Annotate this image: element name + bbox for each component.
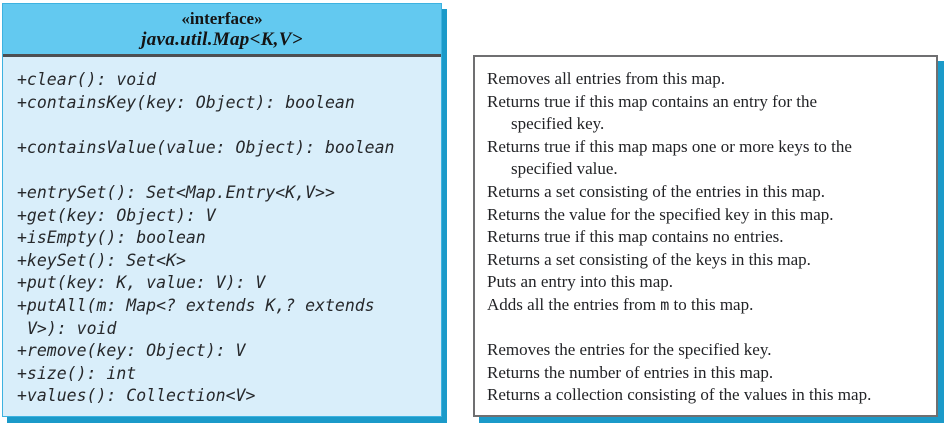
desc-putall-pre: Adds all the entries from (487, 294, 661, 314)
desc-containsvalue: Returns true if this map maps one or mor… (487, 136, 852, 156)
blank-line (17, 114, 437, 137)
method-isempty: +isEmpty(): boolean (17, 228, 206, 248)
method-remove: +remove(key: Object): V (17, 341, 246, 361)
blank-line (487, 317, 932, 340)
desc-putall: Adds all the entries from m to this map. (487, 294, 932, 317)
method-putall-continuation: V>): void (27, 318, 117, 338)
blank-line (17, 159, 437, 182)
stereotype-label: «interface» (181, 8, 263, 28)
description-box-main: Removes all entries from this map. Retur… (473, 55, 938, 417)
desc-size: Returns the number of entries in this ma… (487, 362, 774, 382)
method-keyset: +keySet(): Set<K> (17, 250, 186, 270)
method-clear: +clear(): void (17, 70, 157, 89)
method-put: +put(key: K, value: V): V (17, 273, 266, 293)
uml-header: «interface» java.util.Map<K,V> (3, 4, 441, 57)
desc-containskey-continuation: specified key. (511, 114, 605, 134)
desc-putall-code-m: m (660, 295, 670, 314)
desc-containsvalue-continuation: specified value. (511, 159, 618, 179)
uml-methods-compartment: +clear(): void +containsKey(key: Object)… (3, 57, 441, 416)
method-putall: +putAll(m: Map<? extends K,? extends (17, 295, 375, 315)
desc-put: Puts an entry into this map. (487, 272, 674, 292)
description-box: Removes all entries from this map. Retur… (473, 55, 944, 423)
uml-interface-box: «interface» java.util.Map<K,V> +clear():… (2, 3, 447, 423)
method-entryset: +entrySet(): Set<Map.Entry<K,V>> (17, 182, 335, 202)
desc-remove: Removes the entries for the specified ke… (487, 340, 772, 360)
method-size: +size(): int (17, 363, 137, 383)
desc-values: Returns a collection consisting of the v… (487, 385, 872, 405)
desc-putall-post: to this map. (669, 294, 754, 314)
desc-get: Returns the value for the specified key … (487, 204, 834, 224)
desc-containskey: Returns true if this map contains an ent… (487, 91, 817, 111)
desc-clear: Removes all entries from this map. (487, 69, 725, 88)
desc-entryset: Returns a set consisting of the entries … (487, 181, 826, 201)
desc-keyset: Returns a set consisting of the keys in … (487, 249, 811, 269)
method-values: +values(): Collection<V> (17, 386, 256, 406)
method-get: +get(key: Object): V (17, 205, 216, 225)
desc-isempty: Returns true if this map contains no ent… (487, 227, 784, 247)
method-containskey: +containsKey(key: Object): boolean (17, 92, 355, 112)
interface-name: java.util.Map<K,V> (141, 28, 303, 50)
method-containsvalue: +containsValue(value: Object): boolean (17, 137, 395, 157)
uml-box-main: «interface» java.util.Map<K,V> +clear():… (2, 3, 442, 417)
